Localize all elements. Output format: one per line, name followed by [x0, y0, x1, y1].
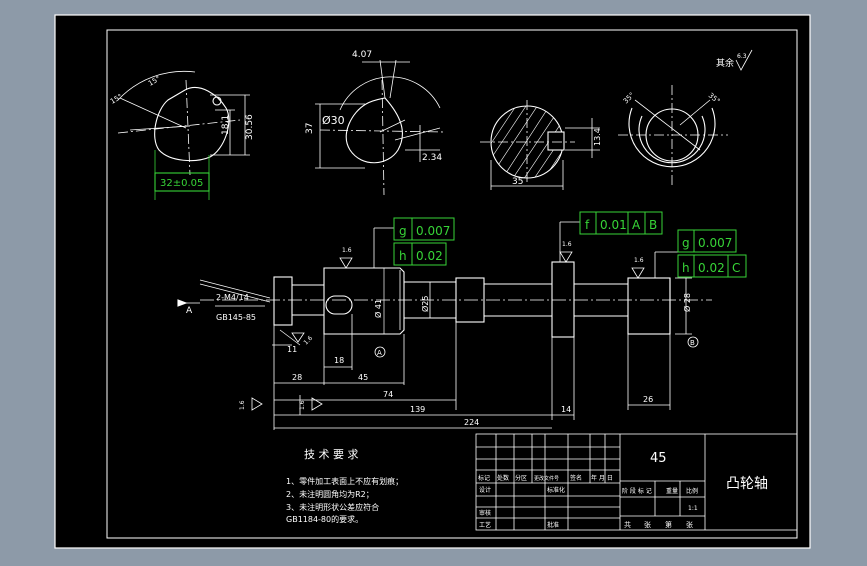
dimension-label: 2.34 — [422, 153, 442, 163]
datum-label: A — [186, 306, 193, 316]
dimension-label: 224 — [464, 418, 479, 427]
tolerance-value: 0.007 — [416, 224, 450, 238]
section-ring — [618, 85, 728, 185]
title-block-cell: 比例 — [686, 487, 698, 495]
scale-value: 1:1 — [688, 505, 698, 512]
dimension-label: 45 — [358, 373, 368, 382]
title-block-cell: 分区 — [515, 474, 527, 482]
datum-ref: A — [632, 218, 641, 232]
roughness-value: 1.6 — [562, 241, 572, 248]
tolerance-symbol: g — [682, 236, 690, 250]
roughness-value: 1.6 — [302, 335, 314, 347]
tech-req-item: GB1184-80的要求。 — [286, 514, 363, 524]
thread-label: 2-M4/14 — [216, 293, 249, 302]
dimension-label: 18.1 — [221, 115, 231, 135]
tech-req-title: 技 术 要 求 — [304, 448, 359, 461]
tolerance-symbol: f — [585, 218, 590, 232]
tolerance-frame-left — [393, 217, 455, 266]
title-block-cell: 重量 — [666, 487, 678, 495]
dimension-label: 35 — [512, 177, 523, 187]
tolerance-frame-middle — [579, 211, 663, 235]
title-block-cell: 更改文件号 — [534, 475, 559, 482]
title-block-cell: 年 月 日 — [591, 474, 613, 482]
roughness-value: 6.3 — [737, 53, 747, 60]
shaft-main-view — [177, 261, 712, 346]
diameter-label: Ø 28 — [682, 293, 692, 312]
title-block-cell: 签名 — [570, 474, 582, 482]
shaft-dimension-lines — [273, 270, 692, 430]
title-block-cell: 处数 — [497, 474, 509, 482]
dimension-label: 14 — [561, 405, 571, 414]
title-block-cell: 共 — [624, 520, 631, 529]
diameter-label: Ø 41 — [373, 299, 383, 318]
title-block-cell: 工艺 — [479, 521, 491, 529]
tolerance-frame-right — [677, 229, 747, 278]
dimension-label: 32±0.05 — [160, 178, 203, 189]
datum-label: A — [377, 349, 382, 357]
dimension-label: Ø30 — [322, 114, 345, 127]
datum-ref: C — [732, 261, 740, 275]
title-block-cell: 阶 段 标 记 — [622, 487, 652, 495]
tolerance-symbol: h — [399, 249, 407, 263]
title-block-cell: 标准化 — [547, 486, 565, 494]
dimension-label: 18 — [334, 356, 344, 365]
tolerance-value: 0.01 — [600, 218, 627, 232]
title-block-cell: 标记 — [478, 474, 490, 482]
dimension-label: 13.4 — [593, 128, 602, 146]
tolerance-value: 0.007 — [698, 236, 732, 250]
title-block-cell: 第 — [665, 520, 672, 529]
standard-label: GB145-85 — [216, 313, 256, 322]
section-cam-profile — [117, 70, 250, 200]
drawing-frame — [106, 29, 798, 539]
roughness-value: 1.6 — [634, 257, 644, 264]
section-round-profile — [315, 59, 446, 196]
datum-label: B — [690, 339, 695, 347]
title-block — [475, 433, 798, 531]
title-block-cell: 审核 — [479, 509, 491, 517]
tech-req-item: 2、未注明圆角均为R2； — [286, 489, 374, 499]
tolerance-value: 0.02 — [698, 261, 725, 275]
title-block-cell: 批准 — [547, 521, 559, 529]
dimension-label: 30.56 — [245, 114, 255, 140]
roughness-value: 1.6 — [239, 400, 246, 410]
dimension-label: 4.07 — [352, 50, 372, 60]
dimension-label: 139 — [410, 405, 425, 414]
roughness-symbol — [735, 49, 753, 71]
dimension-label: 28 — [292, 373, 302, 382]
roughness-value: 1.6 — [342, 247, 352, 254]
datum-markers — [374, 336, 699, 358]
title-block-cell: 张 — [686, 520, 693, 529]
title-block-cell: 设计 — [479, 486, 491, 494]
dimension-label: 26 — [643, 395, 653, 404]
datum-ref: B — [649, 218, 657, 232]
tech-req-item: 1、零件加工表面上不应有划痕； — [286, 476, 403, 486]
material-label: 45 — [650, 451, 667, 466]
tolerance-symbol: h — [682, 261, 690, 275]
roughness-markers — [251, 251, 645, 411]
tech-req-item: 3、未注明形状公差应符合 — [286, 502, 379, 512]
dimension-label: 11 — [287, 345, 297, 354]
tolerance-symbol: g — [399, 224, 407, 238]
roughness-value: 1.6 — [299, 400, 306, 410]
tolerance-leaders — [373, 221, 678, 278]
dimension-label: 37 — [305, 123, 315, 134]
dimension-label: 74 — [383, 390, 393, 399]
tolerance-value: 0.02 — [416, 249, 443, 263]
diameter-label: Ø25 — [420, 296, 430, 312]
title-block-cell: 张 — [644, 520, 651, 529]
part-name: 凸轮轴 — [726, 476, 768, 492]
roughness-other-label: 其余 — [716, 57, 734, 69]
